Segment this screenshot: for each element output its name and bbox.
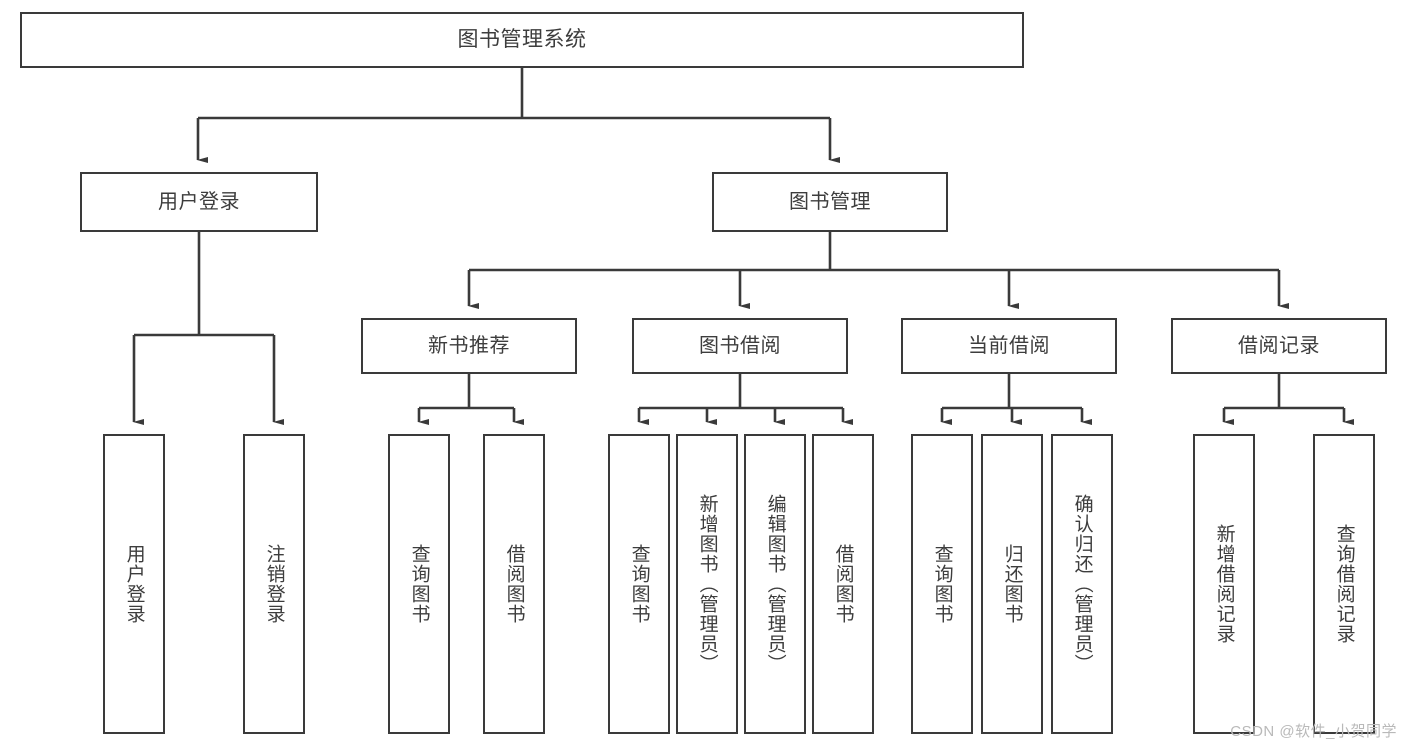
node-book-manage[interactable]: 图书管理	[712, 172, 948, 232]
leaf-borrow-query-book-label: 查询图书	[628, 544, 650, 624]
leaf-borrow-query-book[interactable]: 查询图书	[608, 434, 670, 734]
node-user-login-label: 用户登录	[158, 190, 240, 213]
leaf-recommend-query-book[interactable]: 查询图书	[388, 434, 450, 734]
leaf-logout-label: 注销登录	[263, 544, 285, 624]
leaf-add-book-admin-label: 新增图书（管理员）	[696, 494, 718, 674]
leaf-return-book[interactable]: 归还图书	[981, 434, 1043, 734]
leaf-recommend-query-book-label: 查询图书	[408, 544, 430, 624]
node-new-book-recommend[interactable]: 新书推荐	[361, 318, 577, 374]
leaf-return-book-label: 归还图书	[1001, 544, 1023, 624]
leaf-current-query-book-label: 查询图书	[931, 544, 953, 624]
leaf-confirm-return-admin-label: 确认归还（管理员）	[1071, 494, 1093, 674]
node-book-manage-label: 图书管理	[789, 190, 871, 213]
leaf-query-borrow-record-label: 查询借阅记录	[1333, 524, 1355, 644]
node-book-borrow[interactable]: 图书借阅	[632, 318, 848, 374]
leaf-confirm-return-admin[interactable]: 确认归还（管理员）	[1051, 434, 1113, 734]
leaf-edit-book-admin-label: 编辑图书（管理员）	[764, 494, 786, 674]
leaf-edit-book-admin[interactable]: 编辑图书（管理员）	[744, 434, 806, 734]
leaf-recommend-borrow-book-label: 借阅图书	[503, 544, 525, 624]
node-root-label: 图书管理系统	[457, 27, 587, 51]
leaf-query-borrow-record[interactable]: 查询借阅记录	[1313, 434, 1375, 734]
leaf-add-borrow-record[interactable]: 新增借阅记录	[1193, 434, 1255, 734]
csdn-watermark: CSDN @软件_小贺同学	[1230, 723, 1397, 740]
leaf-borrow-book[interactable]: 借阅图书	[812, 434, 874, 734]
node-book-borrow-label: 图书借阅	[699, 334, 781, 357]
node-user-login[interactable]: 用户登录	[80, 172, 318, 232]
node-borrow-record-label: 借阅记录	[1238, 334, 1320, 357]
leaf-logout[interactable]: 注销登录	[243, 434, 305, 734]
node-root[interactable]: 图书管理系统	[20, 12, 1024, 68]
leaf-user-login-label: 用户登录	[123, 544, 145, 624]
leaf-add-borrow-record-label: 新增借阅记录	[1213, 524, 1235, 644]
node-borrow-record[interactable]: 借阅记录	[1171, 318, 1387, 374]
node-new-book-recommend-label: 新书推荐	[428, 334, 510, 357]
leaf-borrow-book-label: 借阅图书	[832, 544, 854, 624]
leaf-add-book-admin[interactable]: 新增图书（管理员）	[676, 434, 738, 734]
leaf-user-login[interactable]: 用户登录	[103, 434, 165, 734]
leaf-current-query-book[interactable]: 查询图书	[911, 434, 973, 734]
node-current-borrow-label: 当前借阅	[968, 334, 1050, 357]
node-current-borrow[interactable]: 当前借阅	[901, 318, 1117, 374]
leaf-recommend-borrow-book[interactable]: 借阅图书	[483, 434, 545, 734]
